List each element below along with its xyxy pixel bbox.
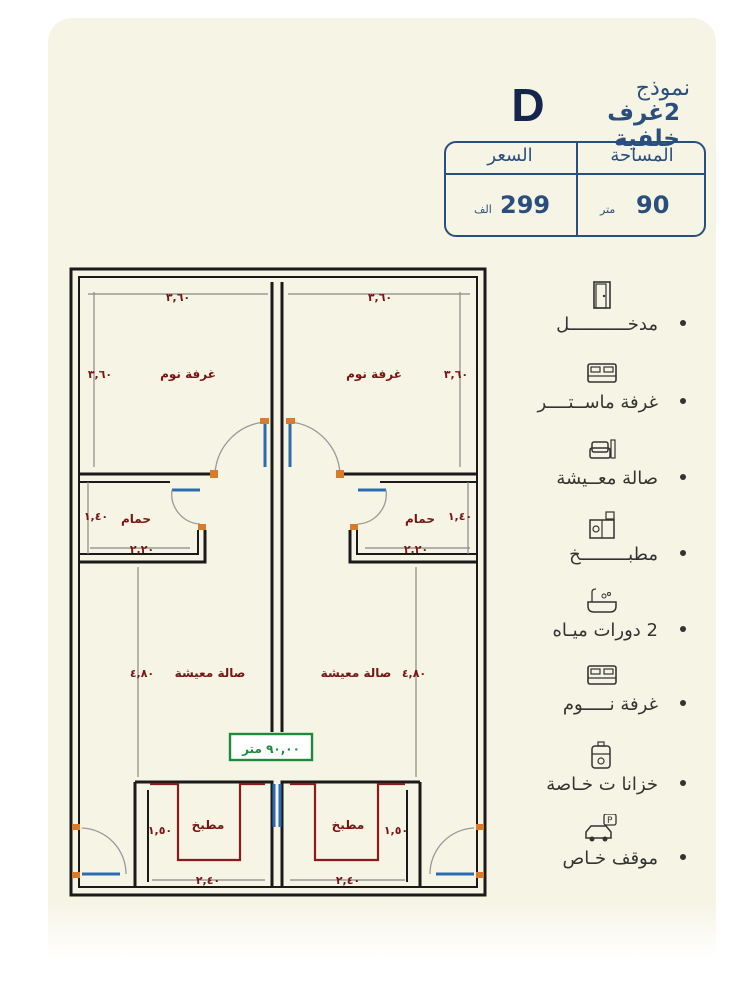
bullet: [680, 700, 686, 706]
sofa-icon: [589, 439, 616, 459]
feature-entrance: مدخـــــــــــل: [520, 280, 700, 350]
feature-label: مطبـــــــــخ: [569, 544, 658, 565]
bath-label-right: حمام: [405, 512, 435, 527]
kitchen-label-left: مطبخ: [192, 818, 225, 832]
bullet: [680, 550, 686, 556]
kitchen-counter-left: [150, 782, 265, 862]
outer-wall: [69, 267, 487, 897]
model-letter: D: [511, 79, 545, 131]
bullet: [680, 474, 686, 480]
door-swing: [214, 421, 266, 475]
bedroom-label-left: غرفة نوم: [160, 367, 216, 382]
listing-card: [48, 18, 716, 978]
bathtub-icon: [587, 588, 617, 613]
dim-kitchen-depth-left: ١,٥٠: [148, 824, 172, 837]
feature-bedroom: غرفة نـــــوم: [520, 660, 700, 730]
bedroom-label-right: غرفة نوم: [346, 367, 402, 382]
bullet: [680, 398, 686, 404]
kitchen-icon: [589, 511, 615, 539]
parking-car-icon: P: [585, 814, 617, 842]
kitchen-wall-left: [135, 780, 274, 887]
feature-label: صالة معــيشة: [556, 468, 658, 489]
dim-bedroom-depth-right: ٣,٦٠: [444, 368, 468, 381]
dim-bath-width-right: ٢,٢٠: [404, 543, 428, 556]
feature-parking: P موقف خـاص: [520, 814, 700, 884]
spec-table: المساحة السعر 90 متر 299 الف: [444, 141, 706, 237]
feature-label: غرفة ماســتــــر: [537, 392, 658, 413]
dim-bedroom-depth-left: ٣,٦٠: [88, 368, 112, 381]
dim-living-depth-left: ٤,٨٠: [130, 667, 154, 680]
bullet: [680, 626, 686, 632]
door-swing: [429, 827, 475, 875]
door-swing: [171, 489, 201, 525]
kitchen-label-right: مطبخ: [332, 818, 365, 832]
inner-outline: [78, 276, 478, 888]
feature-kitchen: مطبـــــــــخ: [520, 510, 700, 580]
dim-kitchen-width-right: ٢,٤٠: [336, 874, 360, 887]
area-value: 90: [636, 191, 670, 219]
dim-bath-depth-left: ١,٤٠: [84, 510, 108, 523]
area-badge: [228, 732, 314, 762]
price-label: السعر: [487, 145, 533, 166]
door-swing: [289, 421, 341, 475]
living-label-right: صالة معيشة: [321, 666, 392, 680]
door-swing: [81, 827, 127, 875]
feature-living: صالة معــيشة: [520, 434, 700, 504]
dim-bedroom-width-right: ٣,٦٠: [368, 291, 392, 304]
dim-bedroom-width-left: ٣,٦٠: [166, 291, 190, 304]
bed-icon: [587, 363, 617, 383]
price-unit: الف: [474, 203, 492, 216]
feature-label: موقف خـاص: [562, 848, 658, 869]
model-word: نموذج: [635, 76, 690, 101]
dim-kitchen-width-left: ٢,٤٠: [196, 874, 220, 887]
door-swing: [357, 489, 387, 525]
feature-tanks: خزانا ت خـاصة: [520, 740, 700, 810]
floor-plan: ٩٠,٠٠ متر غرفة نوم غرفة نوم حمام حمام صا…: [69, 267, 487, 897]
feature-master-room: غرفة ماســتــــر: [520, 358, 700, 428]
feature-label: خزانا ت خـاصة: [546, 774, 658, 795]
bullet: [680, 780, 686, 786]
dim-kitchen-depth-right: ١,٥٠: [384, 824, 408, 837]
dim-bath-depth-right: ١,٤٠: [448, 510, 472, 523]
living-label-left: صالة معيشة: [175, 666, 246, 680]
svg-text:P: P: [607, 816, 613, 826]
feature-label: مدخـــــــــــل: [556, 314, 658, 335]
spec-divider-horizontal: [446, 173, 704, 175]
dim-living-depth-right: ٤,٨٠: [402, 667, 426, 680]
price-value: 299: [500, 191, 551, 219]
area-label: المساحة: [610, 145, 674, 166]
bed-icon: [587, 665, 617, 685]
area-badge-text: ٩٠,٠٠ متر: [241, 742, 300, 756]
feature-label: 2 دورات ميـاه: [552, 620, 658, 641]
kitchen-counter-right: [290, 782, 405, 862]
spec-divider-vertical: [576, 143, 578, 235]
kitchen-wall-right: [280, 780, 420, 887]
bullet: [680, 320, 686, 326]
bullet: [680, 854, 686, 860]
bath-wall-left: [80, 530, 207, 564]
bath-label-left: حمام: [121, 512, 151, 527]
tank-icon: [591, 741, 611, 769]
bottom-fade: [0, 900, 750, 998]
bath-wall-right: [348, 530, 476, 564]
area-unit: متر: [600, 203, 616, 216]
door-icon: [593, 281, 611, 309]
model-subtitle: 2غرف خلفية: [607, 100, 680, 152]
feature-label: غرفة نـــــوم: [562, 694, 658, 715]
feature-bathrooms: 2 دورات ميـاه: [520, 586, 700, 656]
dim-bath-width-left: ٢,٢٠: [130, 543, 154, 556]
